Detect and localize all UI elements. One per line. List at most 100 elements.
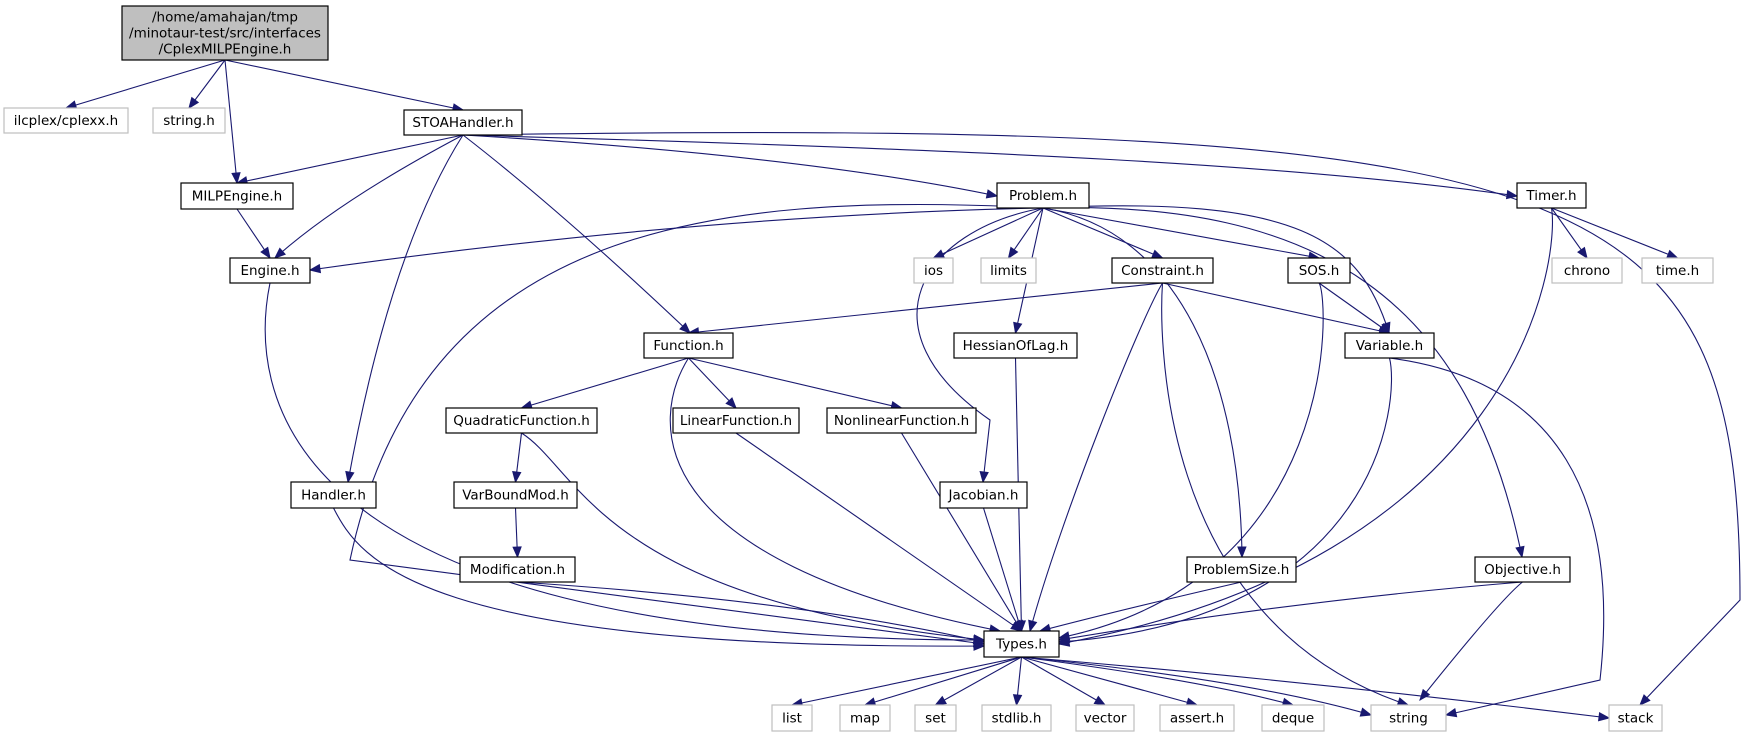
arrowhead-icon	[512, 546, 522, 559]
node-constraint[interactable]: Constraint.h	[1111, 257, 1214, 284]
node-function[interactable]: Function.h	[643, 332, 734, 359]
edge-variable-to-types	[1057, 357, 1393, 647]
node-label: Modification.h	[470, 562, 565, 578]
arrowhead-icon	[1013, 619, 1023, 633]
edge-types-to-deque	[1021, 656, 1295, 707]
node-label: string	[1389, 710, 1428, 726]
node-varbound[interactable]: VarBoundMod.h	[453, 481, 578, 509]
arrowhead-icon	[979, 471, 989, 484]
node-box	[403, 109, 523, 136]
node-label: Timer.h	[1525, 188, 1576, 204]
node-box	[939, 481, 1028, 509]
edge-root-to-ilcplex	[64, 59, 226, 110]
edge-line	[1042, 207, 1163, 259]
node-box	[1474, 556, 1571, 583]
node-box	[1186, 556, 1297, 583]
node-root: /home/amahajan/tmp/minotaur-test/src/int…	[121, 5, 329, 61]
node-box	[3, 107, 129, 134]
arrowhead-icon	[1419, 688, 1431, 702]
arrowhead-icon	[1057, 633, 1071, 643]
arrowhead-icon	[188, 96, 200, 110]
edge-root-to-milpengine	[224, 59, 241, 185]
arrowhead-icon	[308, 263, 322, 274]
node-ios: ios	[913, 257, 954, 284]
edge-line	[916, 207, 1044, 483]
node-set: set	[914, 704, 957, 732]
node-nonlinear[interactable]: NonlinearFunction.h	[826, 407, 977, 434]
node-label: Constraint.h	[1121, 263, 1204, 279]
node-box	[1159, 704, 1235, 732]
edge-line	[521, 432, 985, 641]
node-handler[interactable]: Handler.h	[290, 481, 377, 509]
arrowhead-icon	[512, 471, 522, 484]
edge-quadratic-to-varbound	[512, 432, 523, 484]
arrowhead-icon	[231, 172, 241, 185]
node-box	[445, 407, 598, 434]
edge-line	[309, 207, 1044, 271]
node-map: map	[839, 704, 891, 732]
node-types[interactable]: Types.h	[983, 630, 1060, 658]
node-label: stack	[1618, 710, 1654, 726]
node-label: assert.h	[1170, 710, 1224, 726]
edge-line	[791, 656, 1022, 706]
node-box	[1608, 704, 1663, 732]
node-engine[interactable]: Engine.h	[229, 257, 311, 284]
node-stoahandler[interactable]: STOAHandler.h	[403, 109, 523, 136]
node-label: STOAHandler.h	[412, 115, 513, 131]
node-label: NonlinearFunction.h	[834, 413, 969, 429]
node-problemsize[interactable]: ProblemSize.h	[1186, 556, 1297, 583]
edge-problem-to-objective	[1042, 207, 1525, 559]
node-timer[interactable]: Timer.h	[1516, 182, 1587, 209]
edge-objective-to-string	[1419, 581, 1523, 702]
edge-line	[347, 134, 464, 483]
edge-line	[935, 656, 1022, 706]
arrowhead-icon	[1237, 546, 1247, 559]
node-box	[453, 481, 578, 509]
edge-line	[1021, 656, 1198, 706]
edge-line	[1551, 207, 1678, 259]
edge-types-to-set	[934, 656, 1022, 706]
edge-line	[669, 357, 1001, 632]
node-problem[interactable]: Problem.h	[996, 182, 1090, 209]
node-objective[interactable]: Objective.h	[1474, 556, 1571, 583]
edge-problem-to-sos	[1042, 207, 1321, 261]
node-box	[672, 407, 800, 434]
node-layer: /home/amahajan/tmp/minotaur-test/src/int…	[3, 5, 1714, 732]
edge-function-to-linear	[688, 357, 737, 409]
node-linear[interactable]: LinearFunction.h	[672, 407, 800, 434]
node-label: HessianOfLag.h	[963, 338, 1069, 354]
edge-problem-to-ios	[932, 207, 1044, 259]
node-box	[914, 704, 957, 732]
node-label: Handler.h	[301, 487, 366, 503]
edge-line	[864, 656, 1022, 706]
node-box	[459, 556, 576, 583]
edge-problem-to-engine	[308, 207, 1044, 274]
edge-problem-to-jacobian	[916, 207, 1044, 484]
edge-stoahandler-to-problem	[462, 134, 999, 199]
node-label: limits	[990, 263, 1027, 279]
edge-problemsize-to-types	[1038, 581, 1242, 633]
node-label: set	[925, 710, 946, 726]
edge-line	[735, 432, 1022, 632]
node-box	[1370, 704, 1447, 732]
edge-line	[1021, 656, 1372, 716]
edge-function-to-quadratic	[520, 357, 689, 410]
node-variable[interactable]: Variable.h	[1344, 332, 1435, 359]
node-jacobian[interactable]: Jacobian.h	[939, 481, 1028, 509]
node-milpengine[interactable]: MILPEngine.h	[180, 182, 294, 210]
node-quadratic[interactable]: QuadraticFunction.h	[445, 407, 598, 434]
node-hessian[interactable]: HessianOfLag.h	[953, 332, 1078, 359]
node-label: chrono	[1564, 263, 1610, 279]
edge-line	[688, 282, 1163, 334]
node-sos[interactable]: SOS.h	[1287, 257, 1351, 284]
node-box	[1516, 182, 1587, 209]
node-label: QuadraticFunction.h	[453, 413, 590, 429]
arrowhead-icon	[972, 635, 986, 645]
node-chrono: chrono	[1551, 257, 1623, 284]
arrowhead-icon	[932, 249, 946, 259]
edge-problem-to-problemsize	[1042, 207, 1247, 559]
node-modification[interactable]: Modification.h	[459, 556, 576, 583]
edge-line	[224, 59, 238, 184]
arrowhead-icon	[1028, 619, 1038, 633]
